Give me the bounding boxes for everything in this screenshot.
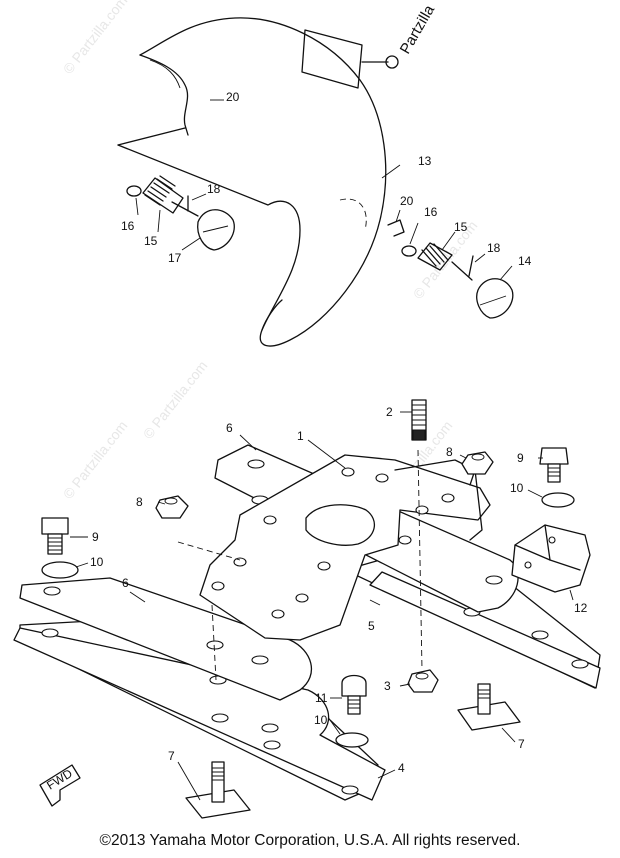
part-8-nut-left <box>155 495 189 519</box>
callout-3: 3 <box>384 679 391 693</box>
callout-17: 17 <box>168 251 182 265</box>
callout-numbers: 20 13 18 16 15 17 20 16 15 18 14 2 6 1 8… <box>90 90 588 775</box>
callout-7-left: 7 <box>168 749 175 763</box>
callout-4: 4 <box>398 761 405 775</box>
callout-2: 2 <box>386 405 393 419</box>
assembly-axis <box>211 604 217 681</box>
clip-20-right <box>387 219 405 237</box>
part-7-stud-plate-right <box>457 683 521 731</box>
watermark: © Partzilla.com <box>140 358 211 442</box>
knob-14 <box>476 278 514 319</box>
callout-10-left: 10 <box>90 555 104 569</box>
part-10-washer-center <box>335 732 369 748</box>
fastener-left <box>126 175 235 251</box>
callout-13: 13 <box>418 154 432 168</box>
part-8-nut-right <box>461 451 494 475</box>
callout-11: 11 <box>315 691 328 705</box>
callout-10-right: 10 <box>510 481 524 495</box>
callout-15-right: 15 <box>454 220 468 234</box>
callout-9-left: 9 <box>92 530 99 544</box>
callout-16-right: 16 <box>424 205 438 219</box>
spring-15-right <box>417 242 453 271</box>
fastener-right <box>387 219 514 319</box>
copyright-notice: ©2013 Yamaha Motor Corporation, U.S.A. A… <box>99 832 521 849</box>
washer-16-right <box>401 245 417 257</box>
washer-16-left <box>126 185 142 197</box>
leader-lines <box>70 99 574 801</box>
callout-6-top: 6 <box>226 421 233 435</box>
callout-5: 5 <box>368 619 375 633</box>
callout-20-right: 20 <box>400 194 414 208</box>
brand-text: Partzilla <box>397 2 439 57</box>
callout-18-right: 18 <box>487 241 501 255</box>
assembly-axis <box>417 449 423 671</box>
part-10-washer-right <box>541 492 575 508</box>
part-11-bolt <box>341 674 367 715</box>
spring-15-left <box>142 175 184 214</box>
callout-14: 14 <box>518 254 532 268</box>
callout-8-left: 8 <box>136 495 143 509</box>
part-9-bolt-left <box>41 517 69 555</box>
pin-18-right <box>468 255 474 277</box>
callout-16-left: 16 <box>121 219 135 233</box>
knob-17 <box>197 209 235 251</box>
watermark: © Partzilla.com <box>60 0 131 77</box>
callout-6-left: 6 <box>122 576 129 590</box>
assembly-axis <box>177 541 241 561</box>
callout-12: 12 <box>574 601 588 615</box>
part-2-stud <box>411 399 427 441</box>
callout-1: 1 <box>297 429 304 443</box>
callout-10-center: 10 <box>314 713 328 727</box>
part-10-washer-left <box>41 561 79 579</box>
part-7-stud-plate-left <box>185 761 251 819</box>
part-1-bracket <box>199 454 491 641</box>
part-3-nut <box>407 669 439 693</box>
watermark: © Partzilla.com <box>60 418 131 502</box>
callout-8-right: 8 <box>446 445 453 459</box>
forward-arrow: FWD <box>39 764 81 807</box>
part-12-block <box>511 524 591 593</box>
part-13-shroud <box>117 17 387 347</box>
callout-15-left: 15 <box>144 234 158 248</box>
callout-7-right: 7 <box>518 737 525 751</box>
callout-18-left: 18 <box>207 182 221 196</box>
part-9-bolt-right <box>539 447 569 483</box>
callout-20-top: 20 <box>226 90 240 104</box>
callout-9-right: 9 <box>517 451 524 465</box>
